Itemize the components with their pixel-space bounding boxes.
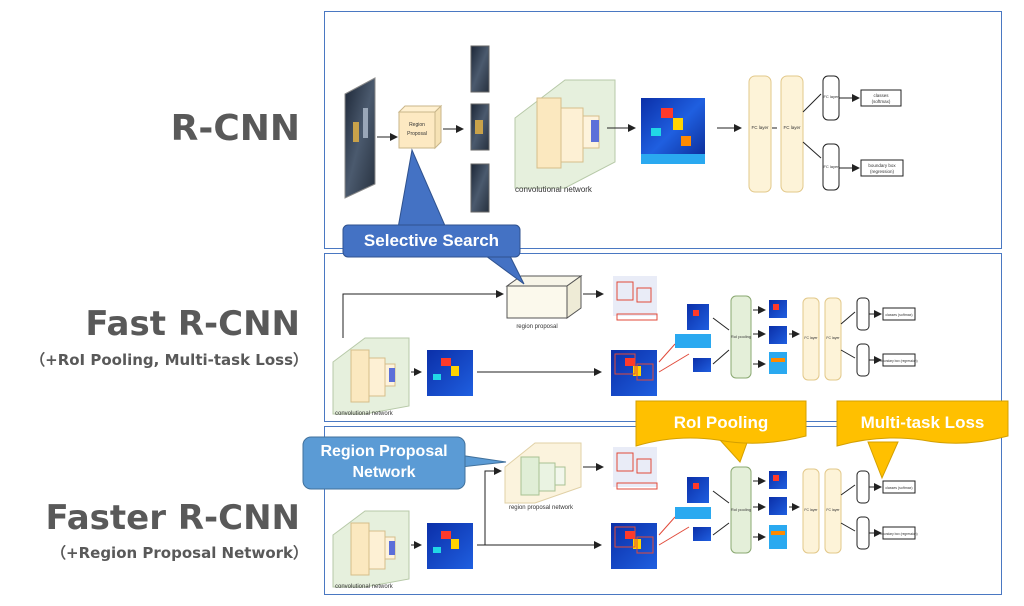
- fast-fc-branch-bottom: [856, 343, 870, 377]
- fc-branch-bottom-label: FC layer: [823, 164, 839, 169]
- fc-label-1: FC layer: [751, 125, 769, 130]
- fc-label-2: FC layer: [783, 125, 801, 130]
- region-proposal-3d: region proposal: [505, 275, 583, 330]
- rpn-callout-line2: Network: [352, 464, 416, 481]
- region-crops: [470, 45, 490, 213]
- faster-fc-2: FC layer: [824, 468, 842, 554]
- conv-network: convolutional network: [514, 79, 616, 194]
- faster-classes-label: classes (softmax): [885, 486, 912, 490]
- faster-feature-map-proposals: [611, 523, 657, 569]
- fast-pooled-maps: [769, 300, 787, 374]
- faster-rcnn-subtitle: （+Region Proposal Network）: [51, 544, 308, 562]
- region-box-line1: Region: [409, 122, 425, 128]
- fast-classes-label: classes (softmax): [885, 313, 912, 317]
- faster-bbox-label: boundary box (regression): [880, 532, 917, 536]
- fc-layer-1: FC layer: [748, 75, 772, 193]
- rcnn-panel: Region Proposal convolutional network: [324, 11, 1002, 249]
- fast-fc-1: FC layer: [802, 297, 820, 381]
- fast-rcnn-diagram: region proposal convolutional network: [332, 275, 918, 417]
- region-box-line2: Proposal: [407, 131, 427, 137]
- rcnn-diagram: Region Proposal convolutional network: [344, 45, 904, 213]
- fc-branch-top: FC layer: [822, 75, 840, 121]
- rpn-callout-line1: Region Proposal: [320, 443, 448, 460]
- fast-classes-output: classes (softmax): [882, 307, 916, 321]
- rcnn-conv-caption: convolutional network: [515, 185, 593, 194]
- faster-fc-branch-bottom: [856, 516, 870, 550]
- fast-conv-caption: convolutional network: [335, 411, 394, 417]
- faster-bbox-output: boundary box (regression): [880, 526, 918, 540]
- fast-fc-2: FC layer: [824, 297, 842, 381]
- rpn-block: region proposal network: [504, 442, 582, 511]
- faster-fc-label-2: FC layer: [826, 508, 840, 512]
- selective-search-callout: Selective Search: [363, 231, 500, 250]
- faster-rpn-caption: region proposal network: [509, 505, 574, 511]
- fast-bbox-output: boundary box (regression): [880, 353, 918, 367]
- fast-rcnn-subtitle: （+RoI Pooling, Multi-task Loss）: [30, 351, 308, 369]
- fast-region-caption: region proposal: [516, 324, 557, 330]
- fast-conv-network: convolutional network: [332, 337, 410, 417]
- fast-bbox-label: boundary box (regression): [880, 359, 917, 363]
- faster-fc-1: FC layer: [802, 468, 820, 554]
- fast-roi-pooling: RoI pooling: [730, 295, 752, 379]
- fast-feature-map-proposals: [611, 350, 657, 396]
- fast-roi-crops: [675, 304, 711, 372]
- faster-feature-map: [427, 523, 473, 569]
- faster-rcnn-diagram: region proposal network convolutional ne…: [332, 442, 918, 590]
- classes-line2: (softmax): [872, 99, 891, 104]
- faster-roi-label: RoI pooling: [731, 507, 751, 512]
- bbox-line2: (regression): [870, 169, 895, 174]
- fast-roi-label: RoI pooling: [731, 334, 751, 339]
- faster-classes-output: classes (softmax): [882, 480, 916, 494]
- faster-fc-branch-top: [856, 470, 870, 504]
- faster-conv-network: convolutional network: [332, 510, 410, 590]
- faster-conv-caption: convolutional network: [335, 584, 394, 590]
- feature-map: [641, 98, 705, 164]
- fast-fc-label-1: FC layer: [804, 336, 818, 340]
- classes-line1: classes: [873, 93, 889, 98]
- fast-fc-label-2: FC layer: [826, 336, 840, 340]
- region-proposal-box: Region Proposal: [397, 104, 443, 150]
- multitask-loss-callout: Multi-task Loss: [860, 413, 985, 432]
- bbox-output: boundary box (regression): [860, 159, 904, 177]
- classes-output: classes (softmax): [860, 89, 902, 107]
- fc-branch-top-label: FC layer: [823, 94, 839, 99]
- faster-pooled-maps: [769, 471, 787, 549]
- faster-rcnn-title: Faster R-CNN: [45, 498, 301, 538]
- fast-rcnn-title: Fast R-CNN: [85, 304, 300, 344]
- rcnn-title: R-CNN: [170, 108, 300, 149]
- roi-pooling-callout: RoI Pooling: [673, 413, 769, 432]
- bbox-line1: boundary box: [868, 163, 896, 168]
- rpn-callout: Region Proposal Network: [303, 441, 465, 483]
- faster-roi-pooling: RoI pooling: [730, 466, 752, 554]
- faster-roi-crops: [675, 477, 711, 541]
- fast-fc-branch-top: [856, 297, 870, 331]
- fast-rcnn-panel: region proposal convolutional network: [324, 253, 1002, 422]
- fast-feature-map: [427, 350, 473, 396]
- input-image: [344, 77, 376, 199]
- proposal-boxes: [613, 276, 658, 321]
- fc-layer-2: FC layer: [780, 75, 804, 193]
- faster-fc-label-1: FC layer: [804, 508, 818, 512]
- fc-branch-bottom: FC layer: [822, 143, 840, 191]
- faster-proposal-boxes: [613, 447, 658, 490]
